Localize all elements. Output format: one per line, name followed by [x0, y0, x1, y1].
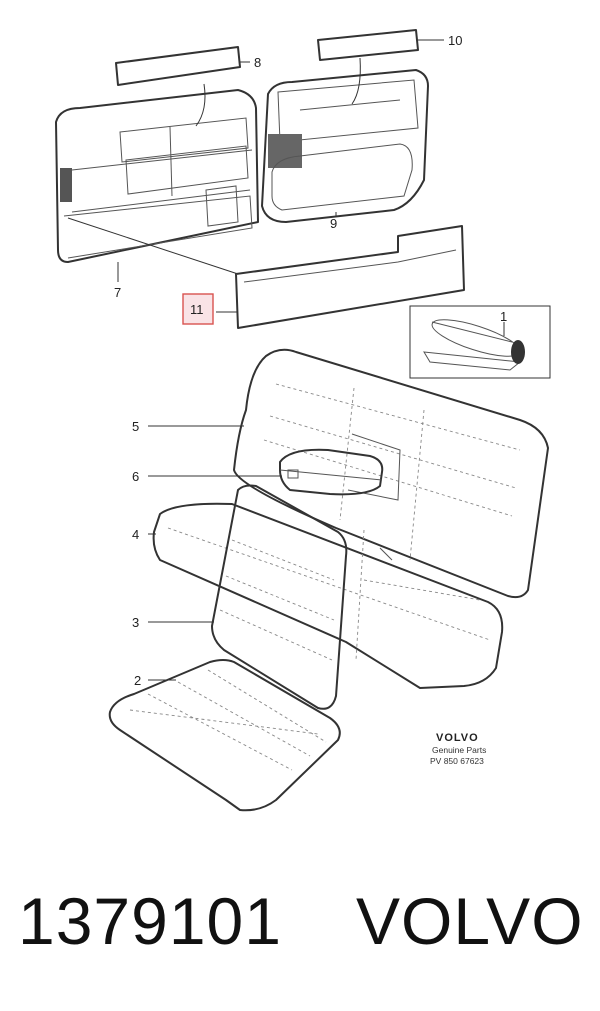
callout-9: 9 — [330, 216, 337, 231]
brand-name: VOLVO — [356, 884, 584, 958]
stamp-brand: VOLVO — [436, 732, 479, 744]
stamp-line2: PV 850 67623 — [430, 756, 484, 766]
part-11-door-trim-strip — [235, 225, 465, 329]
part-1-material-roll — [409, 305, 551, 379]
callout-8: 8 — [254, 55, 261, 70]
callout-1: 1 — [500, 309, 507, 324]
callout-2: 2 — [134, 673, 141, 688]
callout-4: 4 — [132, 527, 139, 542]
part-6-armrest — [279, 448, 384, 496]
part-4-rear-seat-cushion — [152, 502, 504, 689]
stamp-line1: Genuine Parts — [432, 745, 486, 755]
callout-10: 10 — [448, 33, 462, 48]
footer — [0, 845, 600, 1011]
parts-diagram: 8 10 9 7 11 1 5 6 4 3 2 VOLVO Genuine Pa… — [55, 29, 551, 812]
part-9-rear-door-panel — [261, 69, 429, 223]
part-5-rear-seat-backrest — [233, 348, 549, 599]
callout-3: 3 — [132, 615, 139, 630]
part-number: 1379101 — [18, 884, 282, 958]
callout-11: 11 — [190, 302, 204, 317]
part-2-front-seat-cushion — [108, 659, 341, 812]
highlighted-callout-box — [182, 293, 214, 325]
callout-7: 7 — [114, 285, 121, 300]
part-7-front-door-panel — [55, 89, 259, 263]
leader-lines — [67, 39, 505, 681]
part-3-front-seat-backrest — [211, 484, 348, 710]
genuine-parts-stamp: VOLVO Genuine Parts PV 850 67623 — [430, 732, 486, 766]
part-8-trim-strip — [115, 46, 241, 86]
callout-6: 6 — [132, 469, 139, 484]
callout-5: 5 — [132, 419, 139, 434]
part-10-trim-strip — [317, 29, 419, 61]
